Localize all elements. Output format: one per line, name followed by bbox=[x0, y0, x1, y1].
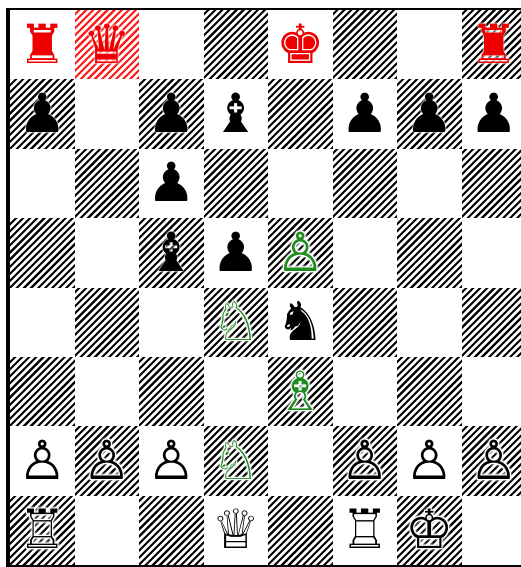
green-bishop-icon[interactable]: ♗ bbox=[268, 357, 333, 426]
square-e3[interactable]: ♗ bbox=[268, 357, 333, 426]
square-h1[interactable] bbox=[462, 496, 521, 565]
green-knight-icon[interactable]: ♘ bbox=[204, 426, 269, 495]
white-rook-icon[interactable]: ♖ bbox=[333, 496, 398, 565]
square-h2[interactable]: ♙ bbox=[462, 426, 521, 495]
square-g2[interactable]: ♙ bbox=[397, 426, 462, 495]
square-e5[interactable]: ♙ bbox=[268, 218, 333, 287]
square-a7[interactable]: ♟ bbox=[10, 79, 75, 148]
square-a4[interactable] bbox=[10, 288, 75, 357]
square-a1[interactable]: ♖ bbox=[10, 496, 75, 565]
black-pawn-icon[interactable]: ♟ bbox=[204, 218, 269, 287]
white-pawn-icon[interactable]: ♙ bbox=[397, 426, 462, 495]
black-bishop-icon[interactable]: ♝ bbox=[139, 218, 204, 287]
square-f2[interactable]: ♙ bbox=[333, 426, 398, 495]
square-b8[interactable]: ♛ bbox=[75, 10, 140, 79]
square-d7[interactable]: ♝ bbox=[204, 79, 269, 148]
black-knight-icon[interactable]: ♞ bbox=[268, 288, 333, 357]
square-g7[interactable]: ♟ bbox=[397, 79, 462, 148]
green-pawn-icon[interactable]: ♙ bbox=[268, 218, 333, 287]
square-b2[interactable]: ♙ bbox=[75, 426, 140, 495]
red-rook-icon[interactable]: ♜ bbox=[462, 10, 521, 79]
white-pawn-icon[interactable]: ♙ bbox=[462, 426, 521, 495]
square-c2[interactable]: ♙ bbox=[139, 426, 204, 495]
square-d8[interactable] bbox=[204, 10, 269, 79]
black-pawn-icon[interactable]: ♟ bbox=[397, 79, 462, 148]
black-pawn-icon[interactable]: ♟ bbox=[10, 79, 75, 148]
black-bishop-icon[interactable]: ♝ bbox=[204, 79, 269, 148]
square-d5[interactable]: ♟ bbox=[204, 218, 269, 287]
square-g8[interactable] bbox=[397, 10, 462, 79]
square-h8[interactable]: ♜ bbox=[462, 10, 521, 79]
square-c7[interactable]: ♟ bbox=[139, 79, 204, 148]
white-pawn-icon[interactable]: ♙ bbox=[10, 426, 75, 495]
white-pawn-icon[interactable]: ♙ bbox=[139, 426, 204, 495]
square-f8[interactable] bbox=[333, 10, 398, 79]
square-e2[interactable] bbox=[268, 426, 333, 495]
square-d2[interactable]: ♘ bbox=[204, 426, 269, 495]
square-f1[interactable]: ♖ bbox=[333, 496, 398, 565]
square-c3[interactable] bbox=[139, 357, 204, 426]
red-rook-icon[interactable]: ♜ bbox=[10, 10, 75, 79]
square-g5[interactable] bbox=[397, 218, 462, 287]
black-pawn-icon[interactable]: ♟ bbox=[462, 79, 521, 148]
square-c6[interactable]: ♟ bbox=[139, 149, 204, 218]
chess-board: ♜♛♚♜♟♟♝♟♟♟♟♝♟♙♘♞♗♙♙♙♘♙♙♙♖♕♖♔ bbox=[10, 10, 521, 564]
square-f6[interactable] bbox=[333, 149, 398, 218]
square-b4[interactable] bbox=[75, 288, 140, 357]
square-a3[interactable] bbox=[10, 357, 75, 426]
white-pawn-icon[interactable]: ♙ bbox=[333, 426, 398, 495]
square-b7[interactable] bbox=[75, 79, 140, 148]
square-a5[interactable] bbox=[10, 218, 75, 287]
square-g1[interactable]: ♔ bbox=[397, 496, 462, 565]
square-d3[interactable] bbox=[204, 357, 269, 426]
square-h3[interactable] bbox=[462, 357, 521, 426]
square-a6[interactable] bbox=[10, 149, 75, 218]
square-f5[interactable] bbox=[333, 218, 398, 287]
square-h6[interactable] bbox=[462, 149, 521, 218]
green-knight-icon[interactable]: ♘ bbox=[204, 288, 269, 357]
square-e8[interactable]: ♚ bbox=[268, 10, 333, 79]
square-b1[interactable] bbox=[75, 496, 140, 565]
square-g3[interactable] bbox=[397, 357, 462, 426]
square-d1[interactable]: ♕ bbox=[204, 496, 269, 565]
square-b3[interactable] bbox=[75, 357, 140, 426]
black-pawn-icon[interactable]: ♟ bbox=[139, 149, 204, 218]
square-e4[interactable]: ♞ bbox=[268, 288, 333, 357]
red-king-icon[interactable]: ♚ bbox=[268, 10, 333, 79]
black-pawn-icon[interactable]: ♟ bbox=[139, 79, 204, 148]
square-e7[interactable] bbox=[268, 79, 333, 148]
square-f7[interactable]: ♟ bbox=[333, 79, 398, 148]
square-d4[interactable]: ♘ bbox=[204, 288, 269, 357]
square-h4[interactable] bbox=[462, 288, 521, 357]
square-f4[interactable] bbox=[333, 288, 398, 357]
white-king-icon[interactable]: ♔ bbox=[397, 496, 462, 565]
square-a8[interactable]: ♜ bbox=[10, 10, 75, 79]
square-c5[interactable]: ♝ bbox=[139, 218, 204, 287]
square-h5[interactable] bbox=[462, 218, 521, 287]
square-h7[interactable]: ♟ bbox=[462, 79, 521, 148]
white-rook-icon[interactable]: ♖ bbox=[10, 496, 75, 565]
square-g6[interactable] bbox=[397, 149, 462, 218]
square-g4[interactable] bbox=[397, 288, 462, 357]
square-b5[interactable] bbox=[75, 218, 140, 287]
white-pawn-icon[interactable]: ♙ bbox=[75, 426, 140, 495]
square-e1[interactable] bbox=[268, 496, 333, 565]
square-c1[interactable] bbox=[139, 496, 204, 565]
square-d6[interactable] bbox=[204, 149, 269, 218]
square-c4[interactable] bbox=[139, 288, 204, 357]
black-pawn-icon[interactable]: ♟ bbox=[333, 79, 398, 148]
square-c8[interactable] bbox=[139, 10, 204, 79]
red-queen-icon[interactable]: ♛ bbox=[75, 10, 140, 79]
square-e6[interactable] bbox=[268, 149, 333, 218]
square-b6[interactable] bbox=[75, 149, 140, 218]
square-f3[interactable] bbox=[333, 357, 398, 426]
white-queen-icon[interactable]: ♕ bbox=[204, 496, 269, 565]
square-a2[interactable]: ♙ bbox=[10, 426, 75, 495]
